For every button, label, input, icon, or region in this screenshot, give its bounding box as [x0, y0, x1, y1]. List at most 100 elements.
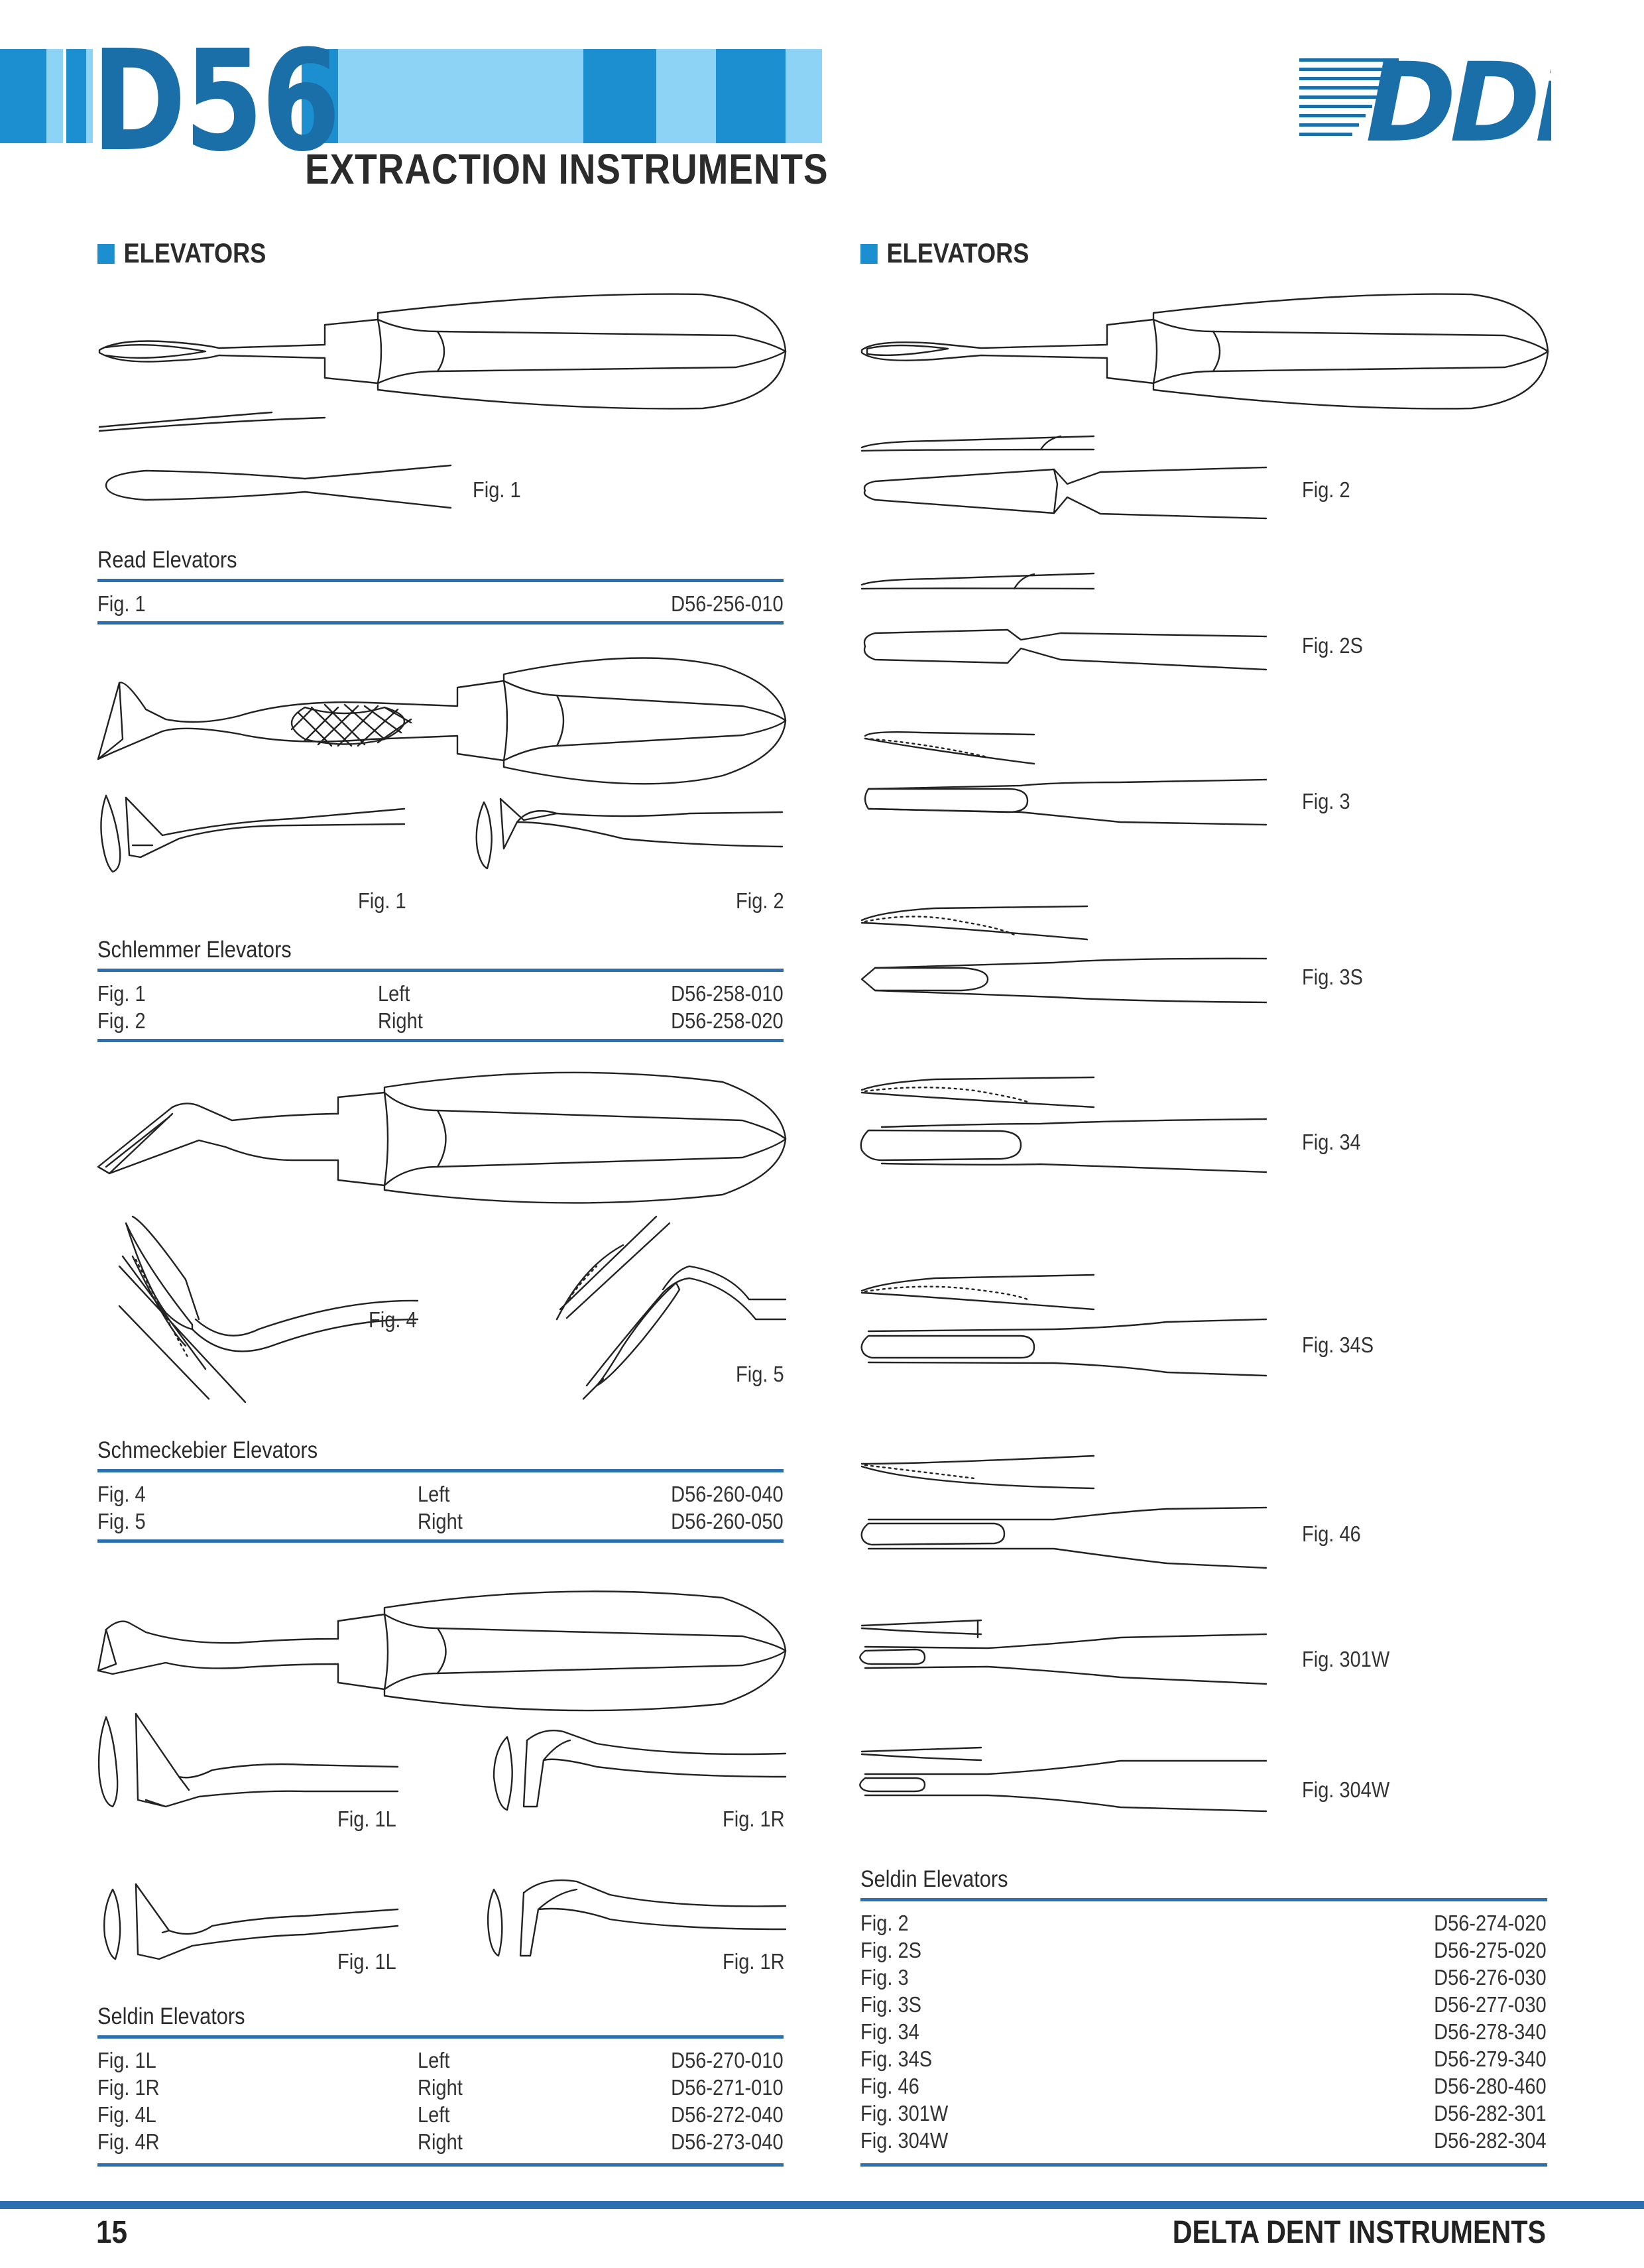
right-section-heading: ELEVATORS: [860, 237, 1029, 269]
schlemmer-row-side: Right: [378, 1008, 423, 1033]
schlemmer-row-side: Left: [378, 981, 410, 1006]
right-fig-label: Fig. 2S: [1302, 633, 1364, 658]
header-stripe: [444, 49, 583, 143]
table-rule: [97, 1039, 784, 1042]
schmeckebier-row-side: Left: [418, 1482, 450, 1506]
right-seldin-row-code: D56-282-304: [1434, 2128, 1547, 2153]
schlemmer-elevators-title: Schlemmer Elevators: [97, 937, 292, 963]
right-fig-label: Fig. 3S: [1302, 965, 1364, 989]
right-fig-label: Fig. 2: [1302, 477, 1350, 502]
seldin-fig-a-left-label: Fig. 1L: [337, 1807, 396, 1831]
right-seldin-row-code: D56-280-460: [1434, 2074, 1547, 2098]
table-rule: [860, 1898, 1547, 1901]
read-elevator-drawing: [98, 293, 787, 509]
seldin-row-fig: Fig. 4R: [97, 2129, 160, 2154]
schlemmer-fig2-label: Fig. 2: [736, 888, 784, 913]
schlemmer-row-code: D56-258-020: [671, 1008, 784, 1033]
schlemmer-fig1-label: Fig. 1: [358, 888, 406, 913]
header-stripe: [46, 49, 63, 143]
ddi-logo: DDi: [1299, 46, 1551, 146]
seldin-left-elevator-drawing: [97, 1590, 787, 1960]
right-section-title: ELEVATORS: [886, 237, 1029, 269]
catalog-code: D56: [91, 20, 341, 182]
schmeckebier-row-fig: Fig. 4: [97, 1482, 146, 1506]
right-seldin-row-fig: Fig. 3S: [860, 1992, 922, 2017]
right-seldin-row-code: D56-275-020: [1434, 1938, 1547, 1962]
right-fig-label: Fig. 34: [1302, 1130, 1361, 1154]
left-section-title: ELEVATORS: [123, 237, 266, 269]
seldin-straight-elevators-drawing: [859, 293, 1549, 1813]
left-section-heading: ELEVATORS: [97, 237, 266, 269]
seldin-row-code: D56-270-010: [671, 2048, 784, 2072]
header-stripe: [66, 49, 86, 143]
logo-text: DDi: [1366, 46, 1551, 146]
right-seldin-row-fig: Fig. 46: [860, 2074, 919, 2098]
schmeckebier-elevators-title: Schmeckebier Elevators: [97, 1437, 318, 1463]
seldin-row-code: D56-272-040: [671, 2102, 784, 2127]
seldin-fig-a-right-label: Fig. 1R: [723, 1807, 785, 1831]
right-seldin-row-fig: Fig. 304W: [860, 2128, 949, 2153]
read-fig-label: Fig. 1: [473, 477, 521, 502]
right-seldin-row-code: D56-278-340: [1434, 2019, 1547, 2044]
right-seldin-row-code: D56-282-301: [1434, 2101, 1547, 2125]
header-stripe: [583, 49, 656, 143]
seldin-fig-b-right-label: Fig. 1R: [723, 1949, 785, 1974]
right-seldin-elevators-title: Seldin Elevators: [860, 1866, 1008, 1892]
right-fig-label: Fig. 34S: [1302, 1333, 1374, 1357]
right-fig-label: Fig. 3: [1302, 789, 1350, 813]
seldin-row-side: Right: [418, 2129, 463, 2154]
table-rule: [97, 969, 784, 972]
right-seldin-row-code: D56-276-030: [1434, 1965, 1547, 1990]
right-seldin-row-code: D56-274-020: [1434, 1911, 1547, 1935]
schlemmer-row-fig: Fig. 2: [97, 1008, 146, 1033]
right-fig-label: Fig. 46: [1302, 1522, 1361, 1546]
seldin-elevators-title: Seldin Elevators: [97, 2003, 245, 2029]
schlemmer-row-fig: Fig. 1: [97, 981, 146, 1006]
section-square-icon: [97, 244, 115, 264]
table-rule: [860, 2163, 1547, 2167]
seldin-row-fig: Fig. 4L: [97, 2102, 156, 2127]
table-rule: [97, 1469, 784, 1472]
schlemmer-row-code: D56-258-010: [671, 981, 784, 1006]
section-square-icon: [860, 244, 878, 264]
read-row-fig: Fig. 1: [97, 591, 146, 616]
seldin-row-side: Right: [418, 2075, 463, 2100]
schmeckebier-fig4-label: Fig. 4: [369, 1307, 417, 1332]
right-seldin-row-code: D56-279-340: [1434, 2047, 1547, 2071]
page-subtitle: EXTRACTION INSTRUMENTS: [305, 145, 829, 193]
footer-bar: [0, 2201, 1644, 2209]
table-rule: [97, 1539, 784, 1543]
read-elevators-title: Read Elevators: [97, 547, 237, 573]
seldin-row-code: D56-271-010: [671, 2075, 784, 2100]
seldin-row-fig: Fig. 1R: [97, 2075, 160, 2100]
table-rule: [97, 2035, 784, 2039]
company-name: DELTA DENT INSTRUMENTS: [1172, 2215, 1546, 2250]
right-seldin-row-code: D56-277-030: [1434, 1992, 1547, 2017]
schmeckebier-row-fig: Fig. 5: [97, 1509, 146, 1533]
header-stripe: [656, 49, 716, 143]
schmeckebier-elevator-drawing: [97, 1071, 787, 1403]
table-rule: [97, 621, 784, 625]
seldin-fig-b-left-label: Fig. 1L: [337, 1949, 396, 1974]
seldin-row-fig: Fig. 1L: [97, 2048, 156, 2072]
read-row-code: D56-256-010: [671, 591, 784, 616]
right-seldin-row-fig: Fig. 301W: [860, 2101, 949, 2125]
right-fig-label: Fig. 301W: [1302, 1647, 1390, 1671]
header-stripe: [0, 49, 46, 143]
schmeckebier-row-code: D56-260-040: [671, 1482, 784, 1506]
schmeckebier-row-code: D56-260-050: [671, 1509, 784, 1533]
page-number: 15: [96, 2215, 127, 2250]
schlemmer-elevator-drawing: [97, 657, 787, 873]
schmeckebier-fig5-label: Fig. 5: [736, 1362, 784, 1386]
header-stripe: [716, 49, 786, 143]
header-stripe: [338, 49, 444, 143]
right-seldin-row-fig: Fig. 2: [860, 1911, 909, 1935]
header-stripe: [302, 49, 338, 143]
table-rule: [97, 579, 784, 582]
seldin-row-code: D56-273-040: [671, 2129, 784, 2154]
right-seldin-row-fig: Fig. 34S: [860, 2047, 933, 2071]
right-seldin-row-fig: Fig. 3: [860, 1965, 909, 1990]
right-seldin-row-fig: Fig. 2S: [860, 1938, 922, 1962]
right-fig-label: Fig. 304W: [1302, 1777, 1390, 1802]
seldin-row-side: Left: [418, 2102, 450, 2127]
